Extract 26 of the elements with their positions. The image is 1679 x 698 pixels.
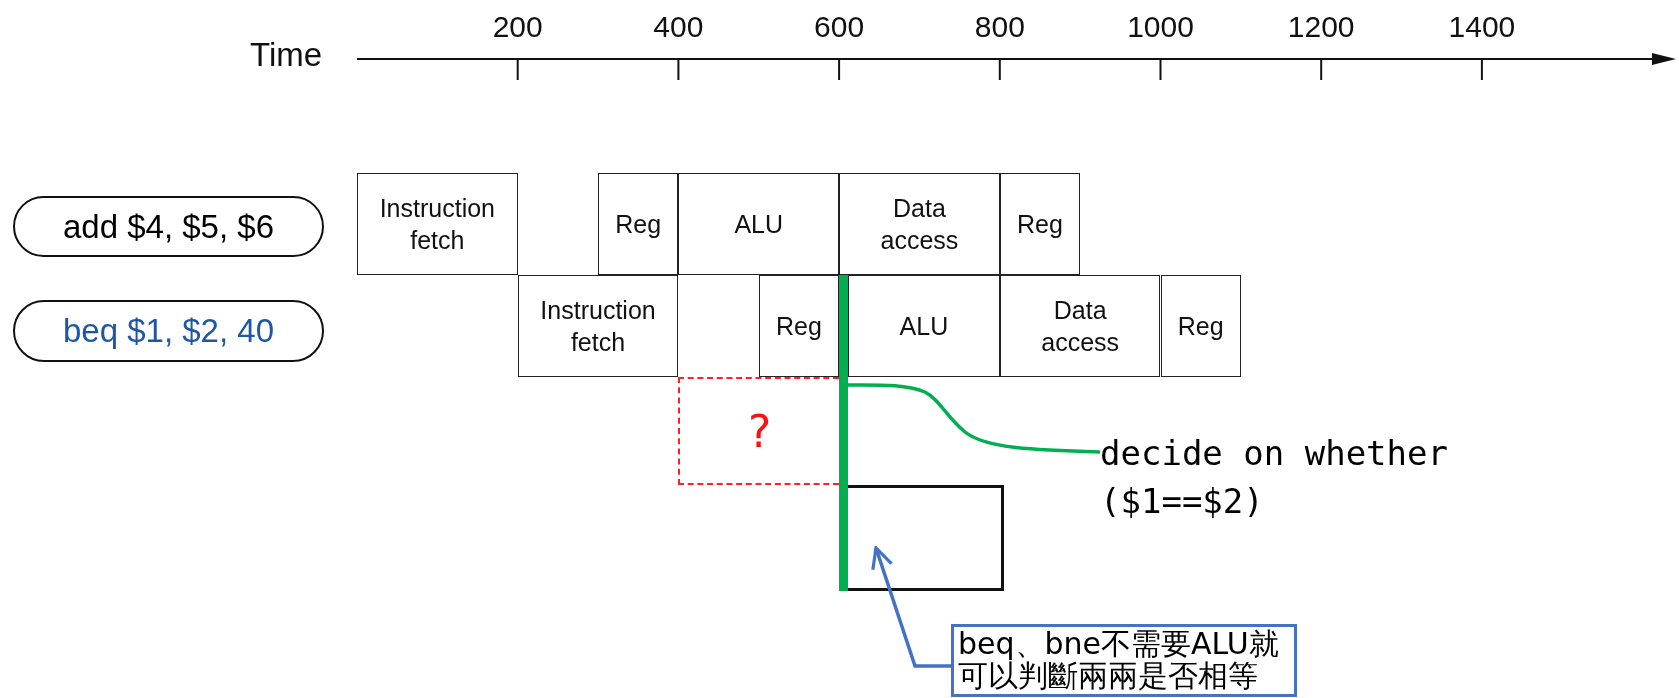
connector-line (848, 383, 1101, 454)
bar (839, 275, 848, 591)
tick-label: 1200 (1286, 10, 1356, 44)
tick-label: 1400 (1447, 10, 1517, 44)
tick-label: 800 (973, 10, 1026, 44)
stage-box: Instruction fetch (517, 275, 679, 377)
tick-label: 400 (652, 10, 705, 44)
stage-box: Data access (839, 173, 1000, 275)
tick-label: 1000 (1126, 10, 1195, 44)
instruction-pill: beq $1, $2, 40 (13, 300, 324, 362)
stage-box: Reg (758, 275, 839, 377)
note-box: beq、bne不需要ALU就可以判斷兩兩是否相等 (951, 624, 1297, 697)
axis-label: Time (250, 36, 323, 74)
stage-box: Instruction fetch (357, 173, 518, 275)
stage-box: ALU (678, 173, 840, 275)
stage-box: ALU (848, 275, 1000, 377)
stage-box: Reg (999, 173, 1081, 275)
tick-label: 600 (813, 10, 866, 44)
stage-box: Data access (999, 275, 1161, 377)
arrow (871, 546, 951, 668)
annotation-text: decide on whether ($1==$2) (1100, 430, 1600, 526)
instruction-pill: add $4, $5, $6 (13, 196, 324, 257)
stage-box: Reg (598, 173, 679, 275)
tick-label: 200 (491, 10, 544, 44)
stage-box: Reg (1160, 275, 1241, 377)
empty-box (848, 485, 1004, 591)
